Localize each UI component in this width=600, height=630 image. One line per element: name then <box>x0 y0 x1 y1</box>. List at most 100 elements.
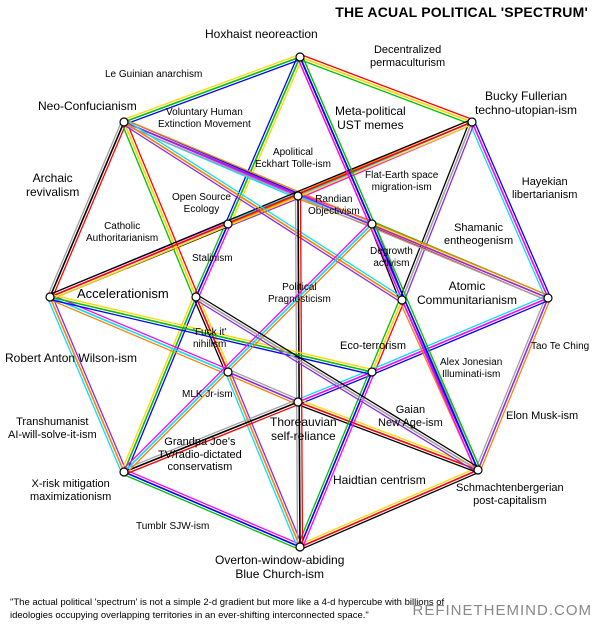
label-schmachtenbergerian: Schmachtenbergerian post-capitalism <box>456 482 564 507</box>
label-flat-earth-space-migration: Flat-Earth space migration-ism <box>365 170 439 193</box>
hypercube-edge <box>371 299 403 373</box>
hypercube-edge <box>193 222 227 297</box>
hypercube-edge <box>297 370 371 547</box>
label-open-source-ecology: Open Source Ecology <box>172 192 231 215</box>
hypercube-edge <box>403 122 475 302</box>
hypercube-edge <box>296 403 478 473</box>
hypercube-edge <box>479 298 551 472</box>
brand-logo-text: REFINETHEMIND.COM <box>412 602 592 619</box>
label-apolitical-eckhart-tolle: Apolitical Eckhart Tolle-ism <box>255 147 331 170</box>
label-degrowth-activism: Degrowth activism <box>370 246 413 269</box>
hypercube-edge <box>122 123 548 301</box>
hypercube-edge <box>227 371 301 548</box>
label-tumblr-sjw-ism: Tumblr SJW-ism <box>136 521 210 532</box>
hypercube-edge <box>193 297 227 374</box>
hypercube-vertex <box>367 219 377 229</box>
hypercube-edge <box>122 399 298 471</box>
hypercube-edge <box>124 469 302 546</box>
label-meta-political-ust-memes: Meta-political UST memes <box>335 104 406 132</box>
hypercube-edge <box>372 299 550 375</box>
label-overton-window-blue-church: Overton-window-abiding Blue Church-ism <box>215 553 345 581</box>
hypercube-vertex <box>119 467 129 477</box>
hypercube-edge <box>122 473 300 550</box>
hypercube-edge <box>125 297 199 474</box>
hypercube-edge <box>196 294 480 469</box>
hypercube-edge <box>301 55 481 470</box>
hypercube-vertex <box>397 295 407 305</box>
hypercube-vertex <box>223 219 233 229</box>
hypercube-edge <box>123 121 549 299</box>
hypercube-edge <box>123 223 373 473</box>
label-bucky-fullerian: Bucky Fullerian techno-utopian-ism <box>475 89 578 117</box>
hypercube-edge <box>477 297 549 471</box>
label-mlk-jr-ism: MLK Jr-ism <box>182 389 233 400</box>
label-gaian-new-age: Gaian New Age-ism <box>378 404 443 429</box>
label-voluntary-human-extinction: Voluntary Human Extinction Movement <box>158 107 251 130</box>
hypercube-vertex <box>119 117 129 127</box>
hypercube-edge <box>299 56 479 471</box>
label-grandpa-joes-conservatism: Grandpa Joe's TV/radio-dictated conserva… <box>158 436 242 474</box>
hypercube-edge <box>47 297 123 474</box>
footer-quote: "The actual political 'spectrum' is not … <box>10 597 445 621</box>
label-political-pragnosticism: Political Pragnosticism <box>268 282 331 305</box>
hypercube-edge <box>373 300 405 374</box>
hypercube-edge <box>125 225 375 475</box>
hypercube-edge <box>51 122 127 299</box>
label-alex-jonesian-illuminati: Alex Jonesian Illuminati-ism <box>440 357 503 380</box>
hypercube-edge <box>226 373 298 405</box>
hypercube-edge <box>299 195 304 548</box>
hypercube-edge <box>123 471 301 548</box>
hypercube-edge <box>369 298 401 372</box>
hypercube-edge <box>122 123 402 303</box>
label-robert-anton-wilson-ism: Robert Anton Wilson-ism <box>5 351 138 365</box>
hypercube-edge <box>299 469 479 548</box>
hypercube-edge <box>47 120 123 297</box>
hypercube-edge <box>124 58 302 125</box>
hypercube-edge <box>194 298 478 473</box>
label-catholic-authoritarianism: Catholic Authoritarianism <box>86 221 159 244</box>
hypercube-edge <box>123 121 197 298</box>
hypercube-vertex <box>293 191 303 201</box>
hypercube-edge <box>49 293 374 371</box>
hypercube-edge <box>401 121 473 301</box>
hypercube-edge <box>228 369 300 401</box>
label-hoxhaist-neoreaction: Hoxhaist neoreaction <box>205 27 318 41</box>
hypercube-edge <box>298 467 478 546</box>
hypercube-edge <box>227 371 299 403</box>
hypercube-edge <box>370 295 548 371</box>
hypercube-vertex <box>295 542 305 552</box>
hypercube-edge <box>299 56 473 123</box>
label-eco-terrorism: Eco-terrorism <box>340 340 407 352</box>
hypercube-vertex <box>467 117 477 127</box>
hypercube-edge <box>297 195 301 548</box>
hypercube-edge <box>197 224 231 299</box>
hypercube-edge <box>298 58 472 125</box>
hypercube-edge <box>48 119 472 296</box>
hypercube-edge <box>51 295 127 472</box>
label-atomic-communitarianism: Atomic Communitarianism <box>417 279 518 307</box>
hypercube-edge <box>297 371 373 403</box>
hypercube-edge <box>122 54 300 121</box>
label-xrisk-mitigation: X-risk mitigation maximizationism <box>30 478 112 503</box>
hypercube-edge <box>294 195 299 548</box>
hypercube-vertex <box>295 52 305 62</box>
label-fuck-it-nihilism: 'Fuck it' nihilism <box>193 327 227 350</box>
hypercube-edge <box>471 121 549 299</box>
hypercube-vertex <box>367 367 377 377</box>
label-elon-musk-ism: Elon Musk-ism <box>506 410 579 422</box>
label-tao-te-ching: Tao Te Ching <box>531 341 590 352</box>
hypercube-edge <box>123 121 403 301</box>
hypercube-edge <box>227 195 299 225</box>
label-shamanic-entheogenism: Shamanic entheogenism <box>444 222 514 247</box>
hypercube-vertex <box>293 397 303 407</box>
label-neo-confucianism: Neo-Confucianism <box>38 99 137 113</box>
hypercube-vertex <box>191 292 201 302</box>
hypercube-edge <box>49 296 125 473</box>
hypercube-edge <box>49 296 373 373</box>
hypercube-edge <box>49 121 125 298</box>
hypercube-edge <box>300 54 474 121</box>
hypercube-edge <box>371 297 549 373</box>
hypercube-edge <box>123 401 299 473</box>
hypercube-vertex <box>543 293 553 303</box>
hypercube-edge <box>49 296 229 373</box>
